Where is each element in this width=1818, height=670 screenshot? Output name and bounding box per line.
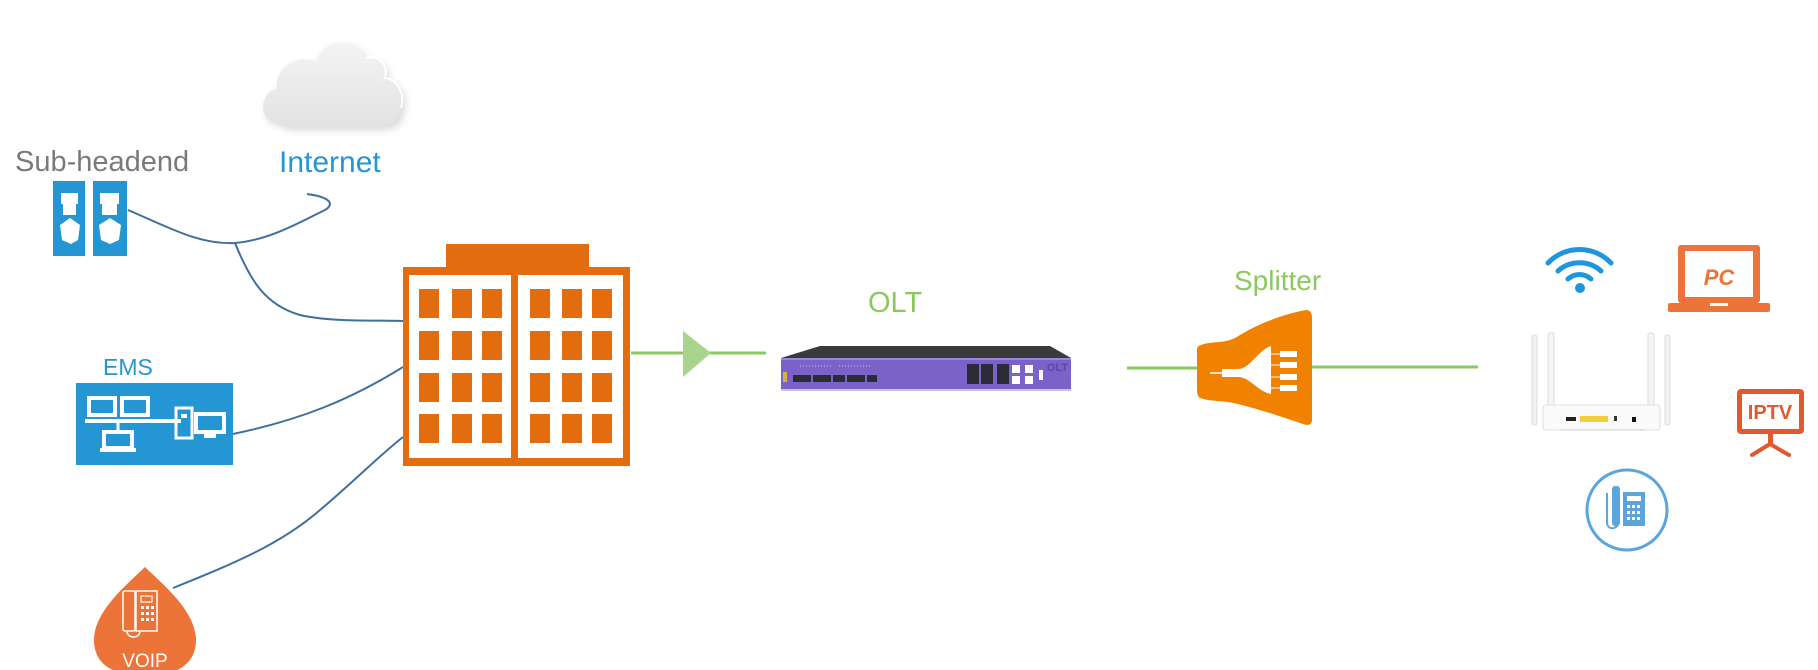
link-junction-building	[234, 242, 404, 322]
building-window	[562, 331, 582, 360]
cloud-icon	[263, 42, 406, 130]
ems-label: EMS	[103, 354, 153, 380]
building-window	[592, 373, 612, 402]
building-window	[419, 373, 439, 402]
link-ems-building	[232, 366, 404, 435]
olt-label: OLT	[868, 287, 923, 319]
link-subheadend-junction	[127, 193, 331, 245]
building-window	[452, 373, 472, 402]
internet-label: Internet	[279, 146, 381, 179]
building-window	[530, 414, 550, 443]
wifi-icon	[1545, 247, 1614, 293]
building-icon	[403, 244, 630, 466]
building-window	[419, 331, 439, 360]
olt-chassis-icon: OLT	[781, 346, 1071, 391]
splitter-label: Splitter	[1234, 265, 1322, 296]
building-window	[452, 289, 472, 318]
building-window	[530, 373, 550, 402]
desk-phone-icon: VOIP	[94, 567, 196, 670]
building-window	[592, 289, 612, 318]
phone-icon	[1585, 468, 1669, 552]
building-window	[419, 414, 439, 443]
building-window	[530, 331, 550, 360]
building-window	[482, 331, 502, 360]
iptv-label: IPTV	[1748, 402, 1793, 424]
olt-device-marking: OLT	[1047, 362, 1068, 374]
building-window	[562, 414, 582, 443]
laptop-icon: PC	[1668, 245, 1770, 312]
pc-label: PC	[1704, 265, 1736, 290]
server-rack-icon	[53, 181, 127, 256]
network-computers-icon	[76, 383, 233, 465]
building-window	[482, 289, 502, 318]
building-window	[482, 373, 502, 402]
building-window	[419, 289, 439, 318]
sub-headend-label: Sub-headend	[15, 146, 190, 178]
building-window	[452, 331, 472, 360]
building-window	[562, 373, 582, 402]
wifi-router-icon	[1531, 332, 1671, 431]
building-window	[530, 289, 550, 318]
building-window	[562, 289, 582, 318]
optical-splitter-icon	[1197, 310, 1312, 425]
building-window	[592, 414, 612, 443]
building-window	[452, 414, 472, 443]
building-window	[482, 414, 502, 443]
direction-arrow-icon	[683, 331, 711, 377]
tv-icon: IPTV	[1737, 389, 1804, 457]
link-voip-building	[172, 436, 404, 589]
building-window	[592, 331, 612, 360]
voip-label: VOIP	[122, 651, 167, 670]
